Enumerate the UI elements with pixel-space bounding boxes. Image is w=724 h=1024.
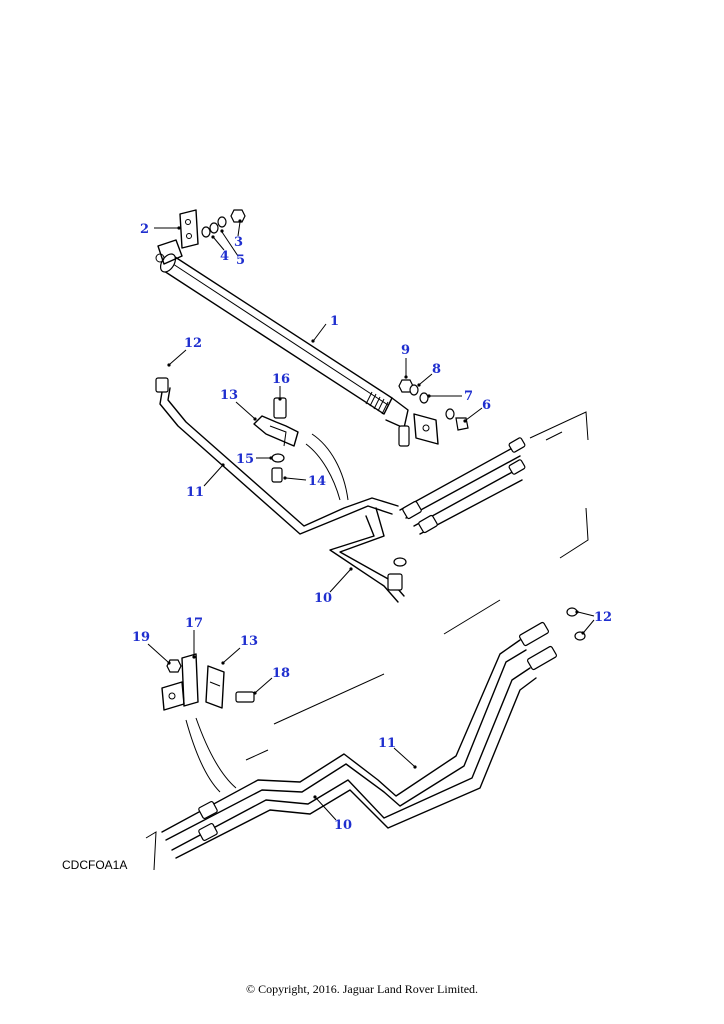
callout-10-lower: 10 <box>334 818 352 833</box>
callout-11-lower: 11 <box>378 736 396 751</box>
pipe-10-upper <box>329 507 407 603</box>
callout-16: 16 <box>272 372 290 387</box>
pipes-lower <box>161 639 537 859</box>
callout-19: 19 <box>132 630 150 645</box>
callout-6: 6 <box>482 398 491 413</box>
callout-8: 8 <box>432 362 441 377</box>
callout-12-lower: 12 <box>594 610 612 625</box>
pipe-ends-upper-right <box>399 411 589 559</box>
callout-5: 5 <box>236 253 245 268</box>
break-lines <box>145 599 501 871</box>
callout-11-upper: 11 <box>186 485 204 500</box>
callout-12-upper: 12 <box>184 336 202 351</box>
callout-10-upper: 10 <box>314 591 332 606</box>
copyright-notice: © Copyright, 2016. Jaguar Land Rover Lim… <box>245 982 479 996</box>
fastener-set-upper-left <box>201 209 246 238</box>
callout-2: 2 <box>140 222 149 237</box>
oil-cooler-tube <box>159 253 410 447</box>
callout-15: 15 <box>236 452 254 467</box>
callout-14: 14 <box>308 474 326 489</box>
callout-leaders <box>147 219 595 821</box>
pipe-fittings-lower-right <box>519 607 586 671</box>
pipe-11-upper <box>155 377 399 535</box>
callout-7: 7 <box>464 389 473 404</box>
mounting-bracket-right <box>398 379 469 445</box>
callout-17: 17 <box>185 616 203 631</box>
callout-18: 18 <box>272 666 290 681</box>
callout-13-upper: 13 <box>220 388 238 403</box>
support-bracket-lower <box>161 653 255 711</box>
mounting-bracket-left <box>155 209 199 265</box>
callout-9: 9 <box>401 343 410 358</box>
callout-3: 3 <box>234 235 243 250</box>
callout-13-lower: 13 <box>240 634 258 649</box>
callout-labels: 1 2 3 4 5 6 7 8 9 12 13 16 15 14 11 10 1… <box>132 222 612 833</box>
drawing-code: CDCFOA1A <box>62 858 128 872</box>
callout-4: 4 <box>220 249 229 264</box>
pipe-clamp-upper <box>253 397 299 483</box>
callout-1: 1 <box>330 314 339 329</box>
